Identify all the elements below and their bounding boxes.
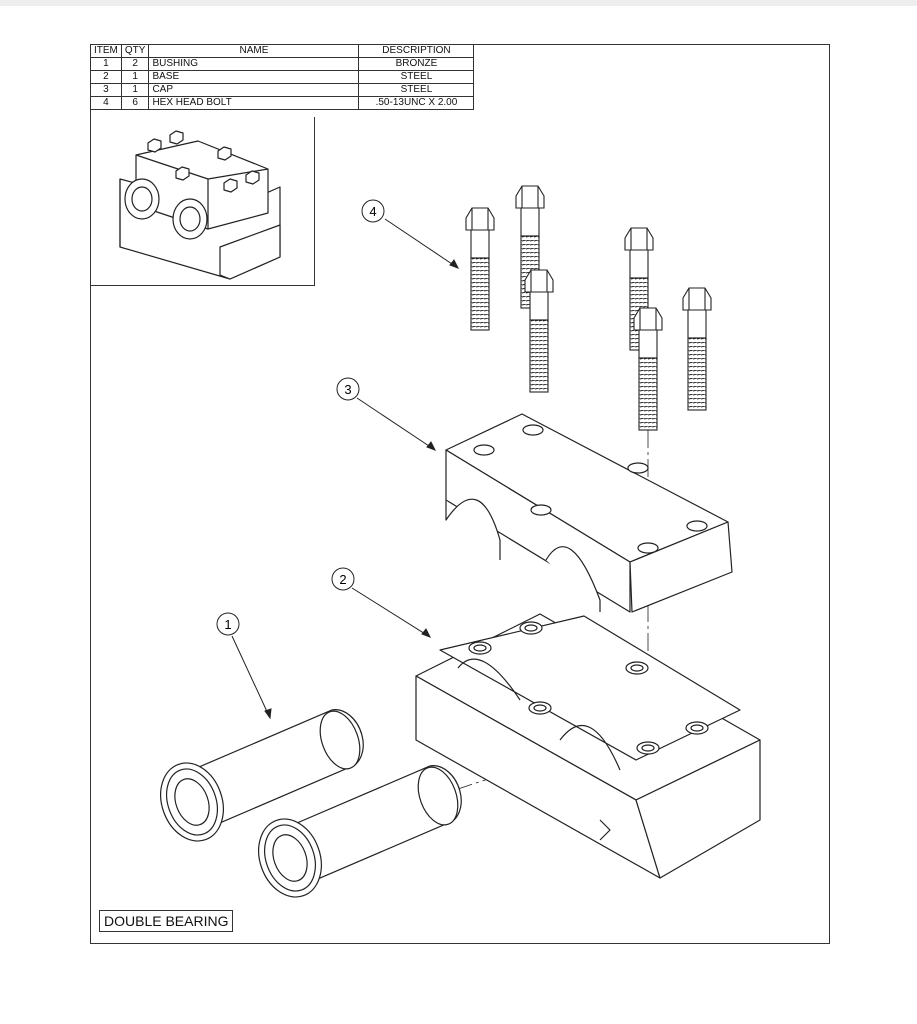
callout-4-label: 4 [369,204,376,219]
callout-3: 3 [336,377,360,401]
bill-of-materials-table: ITEM QTY NAME DESCRIPTION 1 2 BUSHING BR… [90,44,475,110]
bom-header-row: ITEM QTY NAME DESCRIPTION [90,44,475,58]
hex-bolt [633,307,663,431]
hex-head-bolts [465,185,712,431]
callout-1: 1 [216,612,240,636]
base-part [415,613,761,879]
viewer-top-bar [0,0,917,6]
drawing-title: DOUBLE BEARING [99,910,234,932]
bushing [258,765,462,898]
assembled-bearing-illustration [119,130,281,280]
hex-bolt [524,269,554,393]
bom-row: 4 6 HEX HEAD BOLT .50-13UNC X 2.00 [90,96,475,110]
callout-3-label: 3 [344,382,351,397]
bom-description: .50-13UNC X 2.00 [358,96,475,110]
hex-bolt [465,207,495,331]
bushings [160,709,462,898]
callout-4: 4 [361,199,385,223]
bushing [160,709,364,842]
leader-lines [231,218,460,720]
cap-part [445,413,733,613]
bom-item: 4 [90,96,122,110]
hex-bolt [682,287,712,411]
callout-2: 2 [331,567,355,591]
callout-1-label: 1 [224,617,231,632]
callout-2-label: 2 [339,572,346,587]
assembled-view-thumbnail [90,117,315,286]
